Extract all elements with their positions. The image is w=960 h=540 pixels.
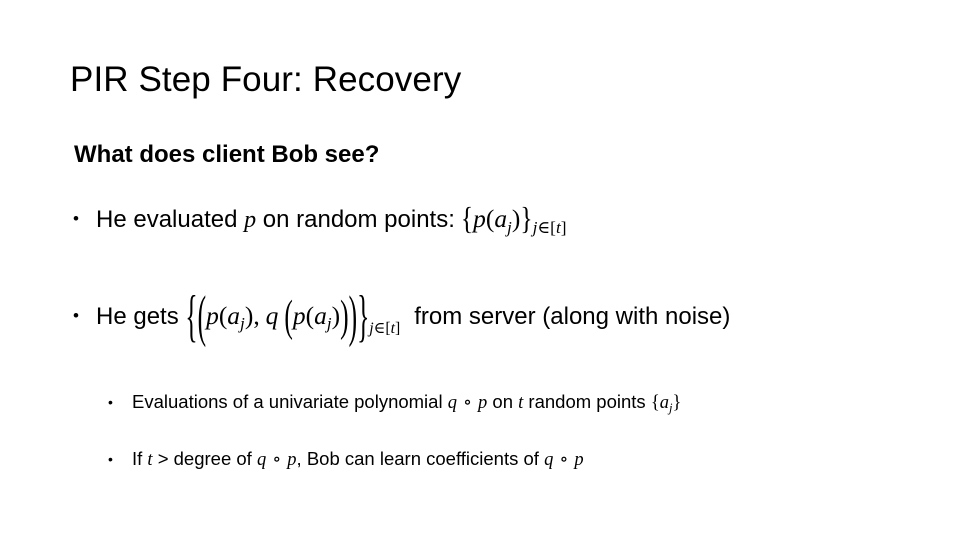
math-compose-qp-3: q∘p [544, 448, 584, 472]
math-sub-t: t [555, 217, 561, 237]
line-text-a: If [132, 448, 148, 470]
math-brace-close: } [520, 200, 533, 237]
line-text-c: random points [523, 391, 651, 413]
line-text-b: > degree of [152, 448, 257, 470]
math-a: a [659, 393, 669, 414]
math-p-1: p [206, 300, 219, 330]
line-text-a: Evaluations of a univariate polynomial [132, 391, 448, 413]
math-paren-close-1: ) [244, 300, 254, 330]
math-p: p [473, 204, 486, 233]
math-sub-bracket-open: [ [550, 217, 556, 237]
math-compose-operator: ∘ [462, 393, 473, 414]
body-line-evaluated: • He evaluated p on random points:{p(aj)… [70, 200, 930, 243]
math-q: q [256, 450, 267, 471]
math-paren-open-mid: ( [284, 289, 293, 341]
math-sub-j: j [369, 320, 374, 338]
math-sub-in: ∈ [373, 320, 386, 338]
math-brace-close: } [357, 282, 370, 348]
math-subscript-j: j [507, 217, 512, 237]
math-var-p: p [244, 207, 257, 233]
math-paren-close-outer: ) [348, 282, 358, 348]
math-sub-t: t [390, 320, 395, 338]
slide-body: What does client Bob see? • He evaluated… [70, 140, 930, 472]
body-line-if-t-degree: • If t > degree of q∘p, Bob can learn co… [70, 447, 930, 472]
body-line-evaluations-univariate: • Evaluations of a univariate polynomial… [70, 390, 930, 420]
math-compose-qp-1: q∘p [448, 391, 488, 415]
math-subscript-j-2: j [326, 314, 332, 334]
body-line-question: What does client Bob see? [70, 140, 930, 170]
line-text-before: He gets [96, 302, 186, 330]
math-brace-open: { [460, 200, 474, 237]
line-text-c: , Bob can learn coefficients of [296, 448, 545, 470]
line-text-before: He evaluated [96, 206, 245, 233]
bullet-icon: • [108, 451, 113, 468]
math-p-2: p [292, 300, 306, 330]
math-a: a [494, 204, 508, 233]
math-q: q [447, 393, 457, 414]
math-paren-open: ( [485, 204, 495, 233]
math-var-t: t [518, 393, 524, 414]
math-var-t: t [147, 450, 153, 471]
math-sub-bracket-close: ] [560, 217, 567, 237]
math-q: q [265, 300, 279, 330]
math-brace-open: { [650, 393, 660, 414]
math-q: q [544, 450, 554, 471]
math-a-1: a [227, 300, 241, 330]
math-sub-in: ∈ [537, 217, 551, 237]
math-brace-open: { [185, 282, 198, 348]
slide-title: PIR Step Four: Recovery [70, 60, 462, 99]
bullet-icon: • [73, 305, 79, 325]
math-a-2: a [314, 300, 327, 330]
line-text-after: on random points: [256, 206, 455, 233]
math-compose-operator: ∘ [272, 450, 282, 471]
math-compose-qp-2: q∘p [257, 448, 297, 472]
math-subscript-j-in-t: j∈[t] [533, 213, 567, 243]
math-expression-evaluations: {p(aj)}j∈[t] [461, 200, 567, 243]
math-sub-j: j [532, 217, 538, 237]
math-paren-open-1: ( [218, 300, 228, 330]
math-sub-bracket-close: ] [395, 320, 401, 338]
math-subscript-j-1: j [240, 314, 245, 334]
line-text-after: from server (along with noise) [414, 302, 731, 330]
bullet-icon: • [73, 209, 79, 228]
math-paren-open-outer: ( [197, 282, 207, 348]
math-sub-bracket-open: [ [385, 320, 391, 338]
math-expression-server-response: {(p(aj),q(p(aj)))}j∈[t] [185, 283, 400, 348]
math-compose-operator: ∘ [559, 450, 569, 471]
math-comma: , [253, 300, 260, 330]
math-p: p [478, 393, 488, 414]
math-paren-close: ) [511, 204, 521, 233]
line-text: What does client Bob see? [74, 141, 380, 168]
body-line-he-gets: • He gets {(p(aj),q(p(aj)))}j∈[t]from se… [70, 283, 930, 348]
math-brace-close: } [672, 393, 682, 414]
math-p: p [287, 450, 297, 471]
math-subscript-j-in-t: j∈[t] [369, 314, 400, 344]
math-paren-close-mid: ) [340, 289, 349, 341]
math-subscript-j: j [668, 401, 673, 416]
math-set-a-j: {aj} [651, 391, 682, 420]
line-text-b: on [487, 391, 519, 413]
math-paren-close-2: ) [331, 300, 341, 330]
math-p: p [574, 450, 584, 471]
bullet-icon: • [108, 394, 113, 411]
math-paren-open-2: ( [305, 300, 315, 330]
